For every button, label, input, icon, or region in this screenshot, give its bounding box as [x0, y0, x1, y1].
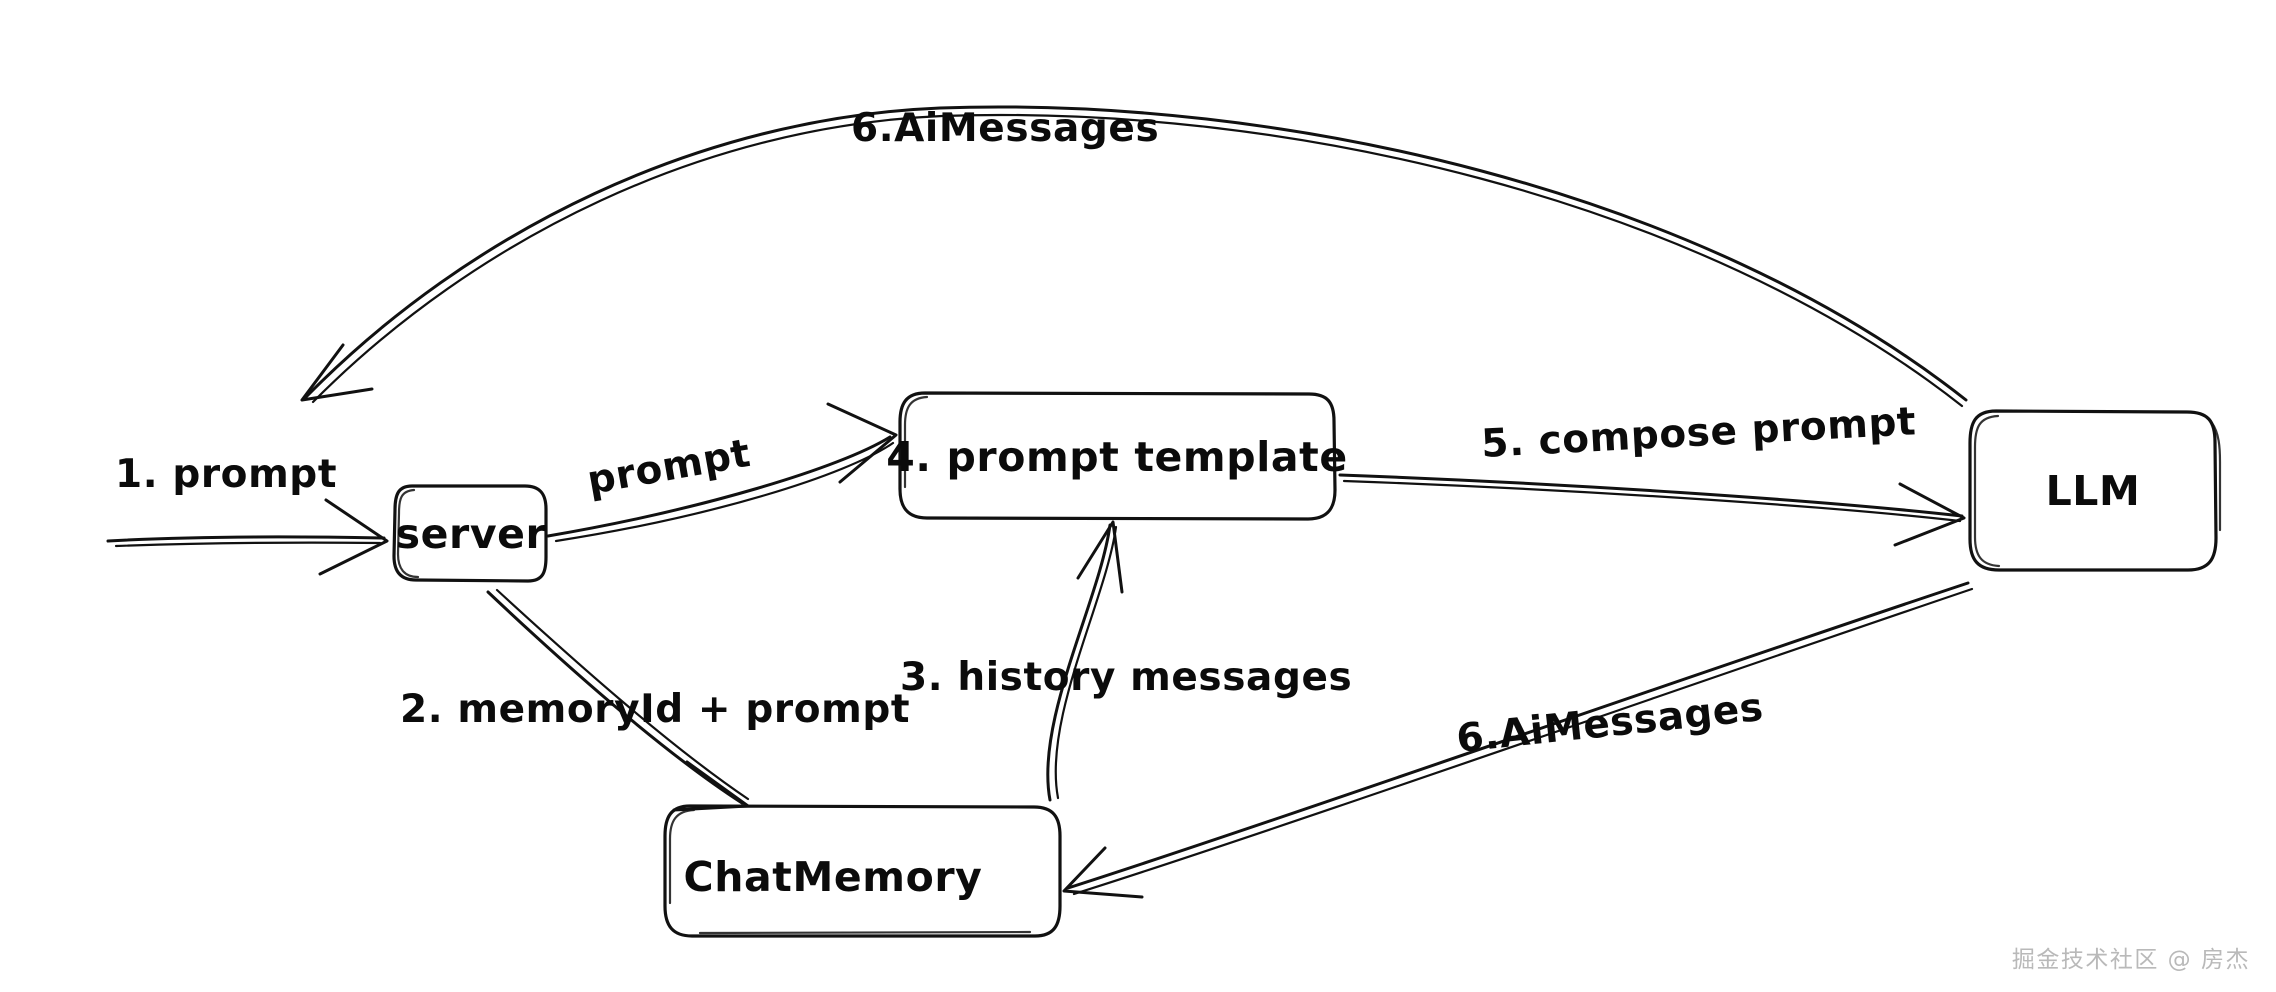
edge-server-to-chat-memory-line-second-stroke [495, 588, 750, 801]
node-prompt-template-label: 4. prompt template [886, 433, 1347, 481]
node-server-label: server [396, 510, 547, 558]
edge-server-to-chat-memory: 2. memoryId + prompt [400, 588, 910, 812]
edge-prompt-template-to-llm: 5. compose prompt [1338, 399, 1966, 547]
edge-llm-to-server-label: 6.AiMessages [851, 106, 1159, 151]
edge-prompt-template-to-llm-line-second-stroke [1342, 479, 1962, 523]
edge-server-to-prompt-template-arrowhead [826, 402, 898, 484]
node-chat-memory-outline-third-stroke [698, 930, 1032, 935]
edge-server-to-prompt-template-line [546, 435, 892, 538]
edge-server-to-prompt-template-label: prompt [584, 431, 754, 504]
edge-prompt-template-to-llm-label: 5. compose prompt [1480, 399, 1917, 467]
node-llm[interactable]: LLM [1968, 409, 2222, 572]
node-llm-label: LLM [2046, 467, 2141, 515]
edge-chat-memory-to-prompt-template-line [1046, 523, 1112, 802]
node-prompt-template[interactable]: 4. prompt template [886, 391, 1347, 521]
edge-chat-memory-to-prompt-template-line-second-stroke [1054, 525, 1118, 800]
node-llm-outline-second-stroke [1973, 414, 2001, 568]
node-llm-outline-third-stroke [2210, 421, 2222, 532]
node-chat-memory-label: ChatMemory [684, 853, 983, 901]
edge-entry-to-server-line-second-stroke [114, 541, 382, 548]
watermark-text: 掘金技术社区 @ 房杰 [2011, 947, 2250, 973]
edge-llm-to-server: 6.AiMessages [300, 105, 1968, 408]
node-prompt-template-outline-second-stroke [903, 395, 929, 489]
edge-entry-to-server-arrowhead [318, 498, 389, 576]
edge-server-to-chat-memory-line [486, 590, 744, 805]
edge-entry-to-server-line [106, 535, 386, 543]
node-server-outline-second-stroke [396, 488, 420, 579]
edge-server-to-chat-memory-arrowhead [672, 760, 750, 812]
edge-llm-to-server-arrowhead [300, 343, 374, 402]
edge-entry-to-server-label: 1. prompt [115, 452, 337, 497]
edge-llm-to-chat-memory-arrowhead [1062, 846, 1144, 899]
edge-llm-to-chat-memory: 6.AiMessages [1062, 581, 1974, 899]
node-chat-memory[interactable]: ChatMemory [663, 804, 1062, 938]
edge-llm-to-chat-memory-line [1066, 581, 1970, 890]
node-server-outline [392, 484, 548, 583]
edge-llm-to-server-line-second-stroke [311, 113, 1964, 408]
edge-entry-to-server: 1. prompt [106, 452, 389, 576]
node-server[interactable]: server [392, 484, 548, 583]
edge-chat-memory-to-prompt-template: 3. history messages [900, 520, 1352, 802]
edge-llm-to-chat-memory-line-second-stroke [1072, 587, 1974, 896]
edge-llm-to-server-line [304, 105, 1968, 402]
node-chat-memory-outline [663, 804, 1062, 938]
edge-server-to-prompt-template: prompt [546, 402, 898, 543]
edge-prompt-template-to-llm-arrowhead [1893, 482, 1966, 547]
edge-chat-memory-to-prompt-template-label: 3. history messages [900, 655, 1352, 700]
edge-chat-memory-to-prompt-template-arrowhead [1076, 520, 1124, 594]
edge-llm-to-chat-memory-label: 6.AiMessages [1454, 685, 1765, 762]
edge-prompt-template-to-llm-line [1338, 473, 1964, 518]
node-prompt-template-outline [898, 391, 1337, 521]
edge-server-to-chat-memory-label: 2. memoryId + prompt [400, 687, 910, 732]
